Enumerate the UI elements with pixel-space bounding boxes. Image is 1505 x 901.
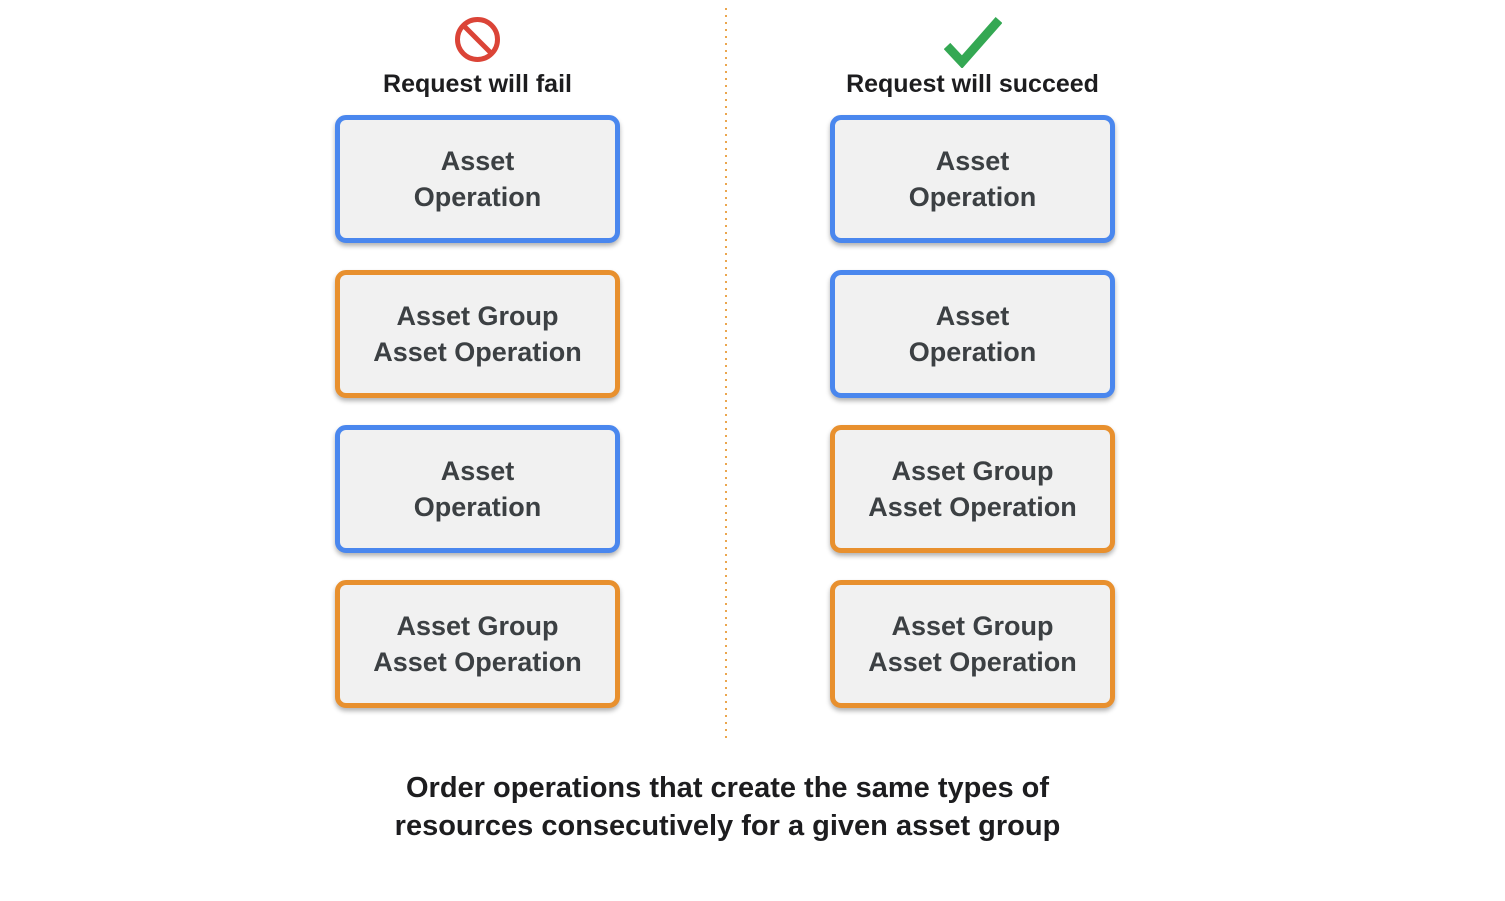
asset-operation-box: Asset Operation: [830, 115, 1115, 243]
prohibition-icon: [335, 16, 620, 68]
asset-group-asset-operation-box: Asset Group Asset Operation: [335, 580, 620, 708]
asset-operation-box: Asset Operation: [335, 425, 620, 553]
box-label: Asset Group Asset Operation: [868, 610, 1077, 677]
box-label: Asset Operation: [413, 455, 542, 522]
prohibition-circle: [455, 17, 500, 62]
asset-group-asset-operation-box: Asset Group Asset Operation: [335, 270, 620, 398]
box-label: Asset Operation: [908, 145, 1037, 212]
caption: Order operations that create the same ty…: [394, 772, 1061, 843]
asset-group-asset-operation-box: Asset Group Asset Operation: [830, 580, 1115, 708]
asset-group-asset-operation-box: Asset Group Asset Operation: [830, 425, 1115, 553]
divider-dotted-line: [725, 8, 727, 740]
box-label: Asset Operation: [413, 145, 542, 212]
box-label: Asset Operation: [908, 300, 1037, 367]
box-label: Asset Group Asset Operation: [373, 610, 582, 677]
check-path: [943, 17, 1002, 69]
check-icon: [830, 16, 1115, 69]
asset-operation-box: Asset Operation: [335, 115, 620, 243]
fail-column-header: Request will fail: [335, 16, 620, 99]
prohibition-slash: [461, 23, 494, 56]
fail-column-title: Request will fail: [383, 70, 572, 98]
prohibition-icon-svg: [455, 17, 500, 62]
check-icon-svg: [943, 17, 1002, 69]
succeed-column-title: Request will succeed: [846, 70, 1099, 98]
box-label: Asset Group Asset Operation: [373, 300, 582, 367]
asset-operation-box: Asset Operation: [830, 270, 1115, 398]
succeed-column-header: Request will succeed: [830, 16, 1115, 99]
box-label: Asset Group Asset Operation: [868, 455, 1077, 522]
